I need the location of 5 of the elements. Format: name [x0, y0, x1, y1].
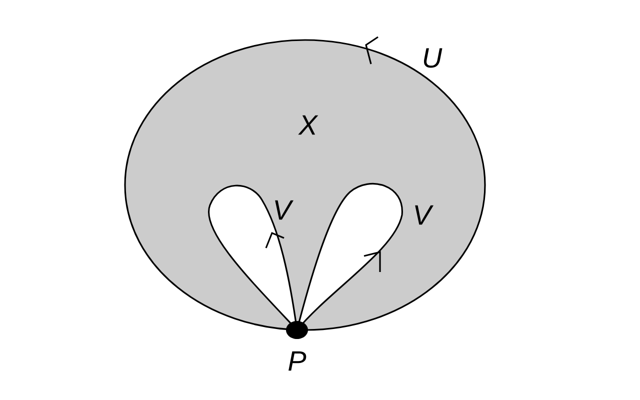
point-label: V [275, 200, 294, 220]
point-label: U [424, 48, 442, 68]
point-label: P [288, 351, 306, 371]
point-label: X [298, 115, 318, 135]
point-label: V [415, 205, 434, 225]
